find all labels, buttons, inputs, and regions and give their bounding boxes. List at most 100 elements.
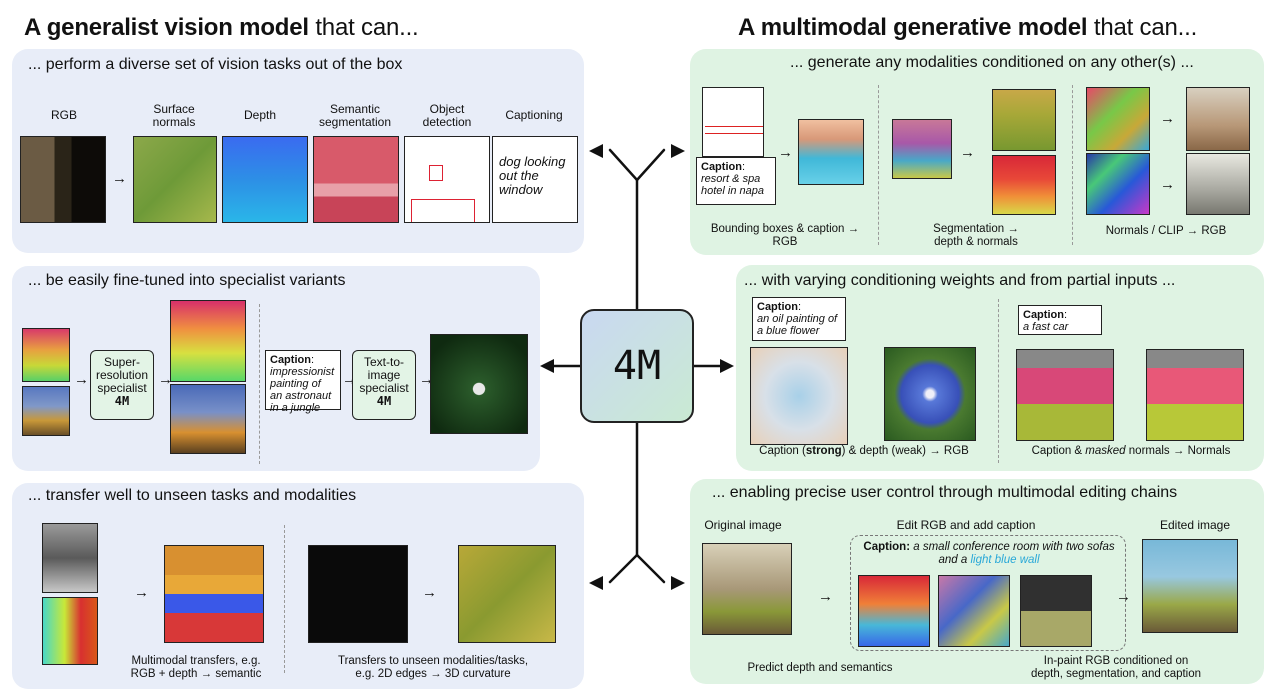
- arrow-right-icon: →: [818, 588, 833, 605]
- edit-chain-box: [850, 535, 1126, 651]
- core-model-box: 4M: [580, 309, 694, 423]
- caption-multimodal-2: RGB + depth → semantic: [130, 668, 262, 680]
- label-object-detection: Object detection: [422, 102, 472, 129]
- image-2d-edges: [308, 545, 408, 643]
- caption-inpaint-1: In-paint RGB conditioned on: [1043, 655, 1189, 667]
- arrow-right-icon: →: [778, 144, 793, 161]
- label-surface-normals: Surface normals: [152, 102, 196, 129]
- image-highres-depth: [170, 300, 246, 382]
- panel-title: ... transfer well to unseen tasks and mo…: [28, 487, 357, 504]
- caption-text: resort & spa hotel in napa: [701, 173, 764, 197]
- arrow-right-icon: →: [1160, 176, 1175, 193]
- right-header: A multimodal generative model that can..…: [738, 14, 1198, 41]
- panel-fine-tuned: ... be easily fine-tuned into specialist…: [12, 266, 540, 471]
- panel-divider: [1072, 85, 1073, 245]
- image-bathroom-1: [1186, 87, 1250, 151]
- image-masked-normals: [1016, 349, 1114, 441]
- caption-seg-to-depth-2: depth & normals: [934, 236, 1018, 248]
- panel-transfer: ... transfer well to unseen tasks and mo…: [12, 483, 584, 689]
- caption-input-box-b: Caption:a fast car: [1018, 305, 1102, 335]
- caption-text: impressionist painting of an astronaut i…: [270, 366, 335, 414]
- caption-text: a fast car: [1023, 321, 1069, 333]
- specialist-model-name: 4M: [114, 394, 130, 408]
- panel-conditioning-weights: ... with varying conditioning weights an…: [736, 265, 1264, 471]
- image-bounding-boxes: [702, 87, 764, 157]
- arrow-right-icon: →: [1160, 110, 1175, 127]
- label-edited-image: Edited image: [1159, 518, 1231, 532]
- label-depth: Depth: [243, 108, 277, 122]
- caption-boxes-to-rgb-1: Bounding boxes & caption →: [710, 223, 860, 235]
- specialist-label: Text-to-image specialist: [359, 355, 409, 395]
- label-captioning: Captioning: [505, 108, 563, 122]
- image-original-room: [702, 543, 792, 635]
- arrow-right-icon: →: [422, 584, 437, 601]
- image-surface-normals: [133, 136, 217, 223]
- caption-input-box-a: Caption:an oil painting of a blue flower: [752, 297, 846, 341]
- arrow-right-icon: →: [74, 371, 89, 388]
- panel-title: ... enabling precise user control throug…: [712, 484, 1178, 501]
- edit-caption: Caption: a small conference room with tw…: [863, 541, 1115, 566]
- panel-divider: [998, 299, 999, 463]
- image-normals-output: [1146, 349, 1244, 441]
- image-semantic-segmentation: [313, 136, 399, 223]
- image-edited-room: [1142, 539, 1238, 633]
- panel-title: ... perform a diverse set of vision task…: [28, 56, 403, 73]
- image-depth-output: [992, 89, 1056, 151]
- caption-multimodal-1: Multimodal transfers, e.g.: [131, 655, 261, 667]
- caption-weights: Caption (strong) & depth (weak) → RGB: [759, 445, 969, 457]
- caption-label: Caption: [757, 301, 798, 313]
- panel-divider: [878, 85, 879, 245]
- caption-unseen-2: e.g. 2D edges → 3D curvature: [355, 668, 511, 680]
- image-3d-curvature: [458, 545, 556, 643]
- image-normals-output: [992, 155, 1056, 215]
- caption-unseen-1: Transfers to unseen modalities/tasks,: [337, 655, 529, 667]
- image-lowres-depth: [22, 328, 70, 382]
- label-edit-rgb: Edit RGB and add caption: [896, 518, 1036, 532]
- image-edit-depth: [858, 575, 930, 647]
- caption-label: Caption: [270, 354, 311, 366]
- caption-inpaint-2: depth, segmentation, and caption: [1030, 668, 1202, 680]
- panel-title: ... be easily fine-tuned into specialist…: [28, 272, 346, 289]
- arrow-right-icon: →: [134, 584, 149, 601]
- caption-normals-clip: Normals / CLIP → RGB: [1105, 225, 1227, 237]
- specialist-model-name: 4M: [376, 394, 392, 408]
- caption-seg-to-depth-1: Segmentation →: [933, 223, 1019, 235]
- image-depth-room: [42, 597, 98, 665]
- panel-title: ... generate any modalities conditioned …: [790, 54, 1194, 71]
- image-semantic-output: [164, 545, 264, 643]
- image-clip-input: [1086, 153, 1150, 215]
- caption-input-box: Caption:impressionist painting of an ast…: [265, 350, 341, 414]
- specialist-label: Super-resolution specialist: [95, 355, 149, 395]
- image-depth: [222, 136, 308, 223]
- image-blue-flower: [884, 347, 976, 441]
- image-segmentation-input: [892, 119, 952, 179]
- panel-any-to-any: ... generate any modalities conditioned …: [690, 49, 1264, 255]
- caption-output-box: dog looking out the window: [492, 136, 578, 223]
- panel-title: ... with varying conditioning weights an…: [744, 272, 1176, 289]
- arrow-right-icon: →: [158, 371, 173, 388]
- caption-label: Caption: [1023, 309, 1064, 321]
- image-bathroom-2: [1186, 153, 1250, 215]
- image-rgb-room: [42, 523, 98, 593]
- image-resort-pool: [798, 119, 864, 185]
- caption-label: Caption: [701, 161, 742, 173]
- arrow-right-icon: →: [960, 144, 975, 161]
- image-normals-input: [1086, 87, 1150, 151]
- arrow-right-icon: →: [112, 170, 127, 187]
- image-depth-weak: [750, 347, 848, 445]
- image-astronaut-jungle: [430, 334, 528, 434]
- caption-boxes-to-rgb-2: RGB: [772, 236, 798, 248]
- image-edit-rgb-masked: [1020, 575, 1092, 647]
- caption-masked: Caption & masked normals → Normals: [1031, 445, 1231, 457]
- bbox-row: [705, 126, 763, 134]
- image-object-detection: [404, 136, 490, 223]
- label-original-image: Original image: [704, 518, 782, 532]
- left-header: A generalist vision model that can...: [24, 14, 419, 41]
- detection-box-small: [429, 165, 443, 181]
- caption-predict: Predict depth and semantics: [747, 662, 893, 674]
- caption-text: an oil painting of a blue flower: [757, 313, 838, 337]
- image-highres-rgb: [170, 384, 246, 454]
- panel-divider: [259, 304, 260, 464]
